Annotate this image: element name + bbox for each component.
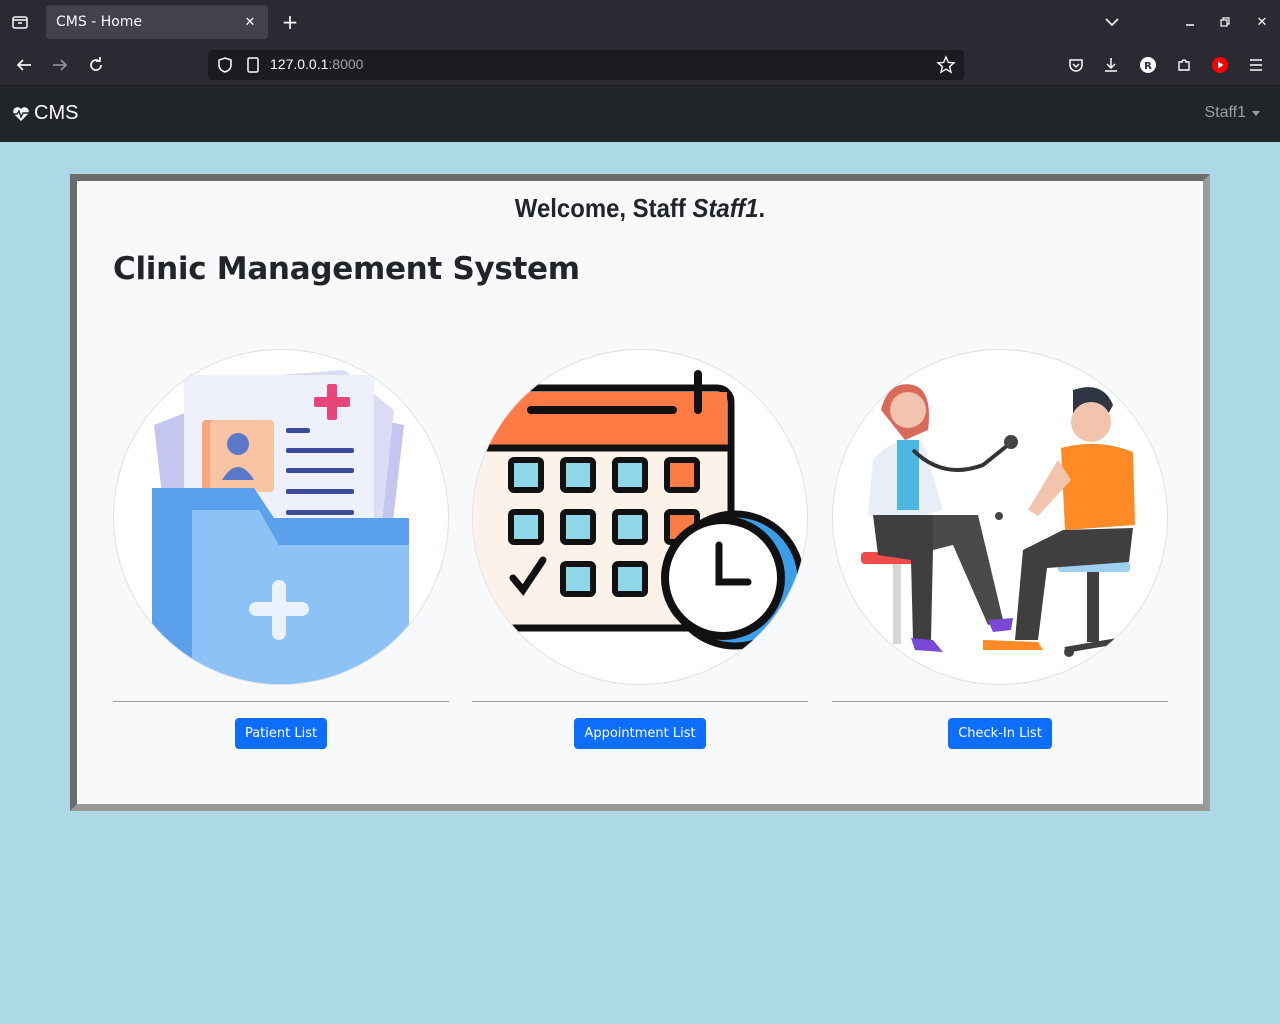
brand-text: CMS [34, 102, 79, 124]
appointment-list-button[interactable]: Appointment List [574, 718, 706, 749]
welcome-suffix: . [758, 193, 766, 223]
welcome-name: Staff1 [692, 193, 759, 223]
browser-tab[interactable]: CMS - Home ✕ [46, 5, 268, 39]
main-card: Welcome, Staff Staff1. Clinic Management… [70, 174, 1210, 811]
user-name: Staff1 [1204, 104, 1246, 121]
divider [832, 701, 1168, 702]
menu-hamburger-icon[interactable] [1245, 54, 1267, 76]
welcome-heading: Welcome, Staff Staff1. [122, 193, 1158, 224]
check-in-list-button[interactable]: Check-In List [948, 718, 1052, 749]
bookmark-star-icon[interactable] [936, 55, 956, 75]
url-host: 127.0.0.1 [270, 56, 329, 72]
restore-icon[interactable] [1213, 10, 1237, 34]
caret-down-icon [1252, 110, 1260, 116]
downloads-icon[interactable] [1100, 54, 1122, 76]
extensions-icon[interactable] [1173, 54, 1195, 76]
patient-list-card: Patient List [113, 349, 449, 749]
forward-icon[interactable] [48, 53, 72, 77]
tab-title: CMS - Home [56, 14, 143, 30]
browser-tabbar: CMS - Home ✕ + ✕ [0, 0, 1280, 44]
minimize-icon[interactable] [1178, 10, 1202, 34]
patient-list-button[interactable]: Patient List [234, 718, 328, 749]
svg-text:R: R [1144, 61, 1152, 72]
app-navbar: CMS Staff1 [0, 86, 1280, 142]
user-dropdown[interactable]: Staff1 [1204, 104, 1260, 122]
profile-avatar-icon[interactable]: R [1137, 54, 1159, 76]
back-icon[interactable] [12, 53, 36, 77]
reload-icon[interactable] [84, 53, 108, 77]
patient-folder-icon [113, 349, 449, 685]
url-port: :8000 [328, 56, 364, 72]
check-in-list-card: Check-In List [832, 349, 1168, 749]
youtube-extension-icon[interactable] [1209, 54, 1231, 76]
welcome-prefix: Welcome, Staff [514, 193, 693, 223]
browser-toolbar: 127.0.0.1:8000 R [0, 44, 1280, 86]
close-window-icon[interactable]: ✕ [1256, 14, 1268, 30]
tab-close-icon[interactable]: ✕ [244, 14, 256, 30]
url-text: 127.0.0.1:8000 [270, 56, 363, 72]
appointment-list-card: Appointment List [472, 349, 808, 749]
divider [113, 701, 449, 702]
calendar-clock-icon [472, 349, 808, 685]
tracking-shield-icon[interactable] [216, 56, 234, 74]
doctor-patient-icon [832, 349, 1168, 685]
url-bar[interactable]: 127.0.0.1:8000 [208, 50, 964, 80]
brand-link[interactable]: CMS [12, 102, 78, 125]
page-info-icon[interactable] [244, 56, 262, 74]
divider [472, 701, 808, 702]
list-all-tabs-icon[interactable] [1100, 10, 1124, 34]
new-tab-icon[interactable]: + [281, 10, 299, 34]
pocket-icon[interactable] [1065, 54, 1087, 76]
heart-pulse-icon [13, 106, 29, 121]
page-title: Clinic Management System [113, 251, 580, 287]
tab-list-icon[interactable] [8, 10, 32, 34]
